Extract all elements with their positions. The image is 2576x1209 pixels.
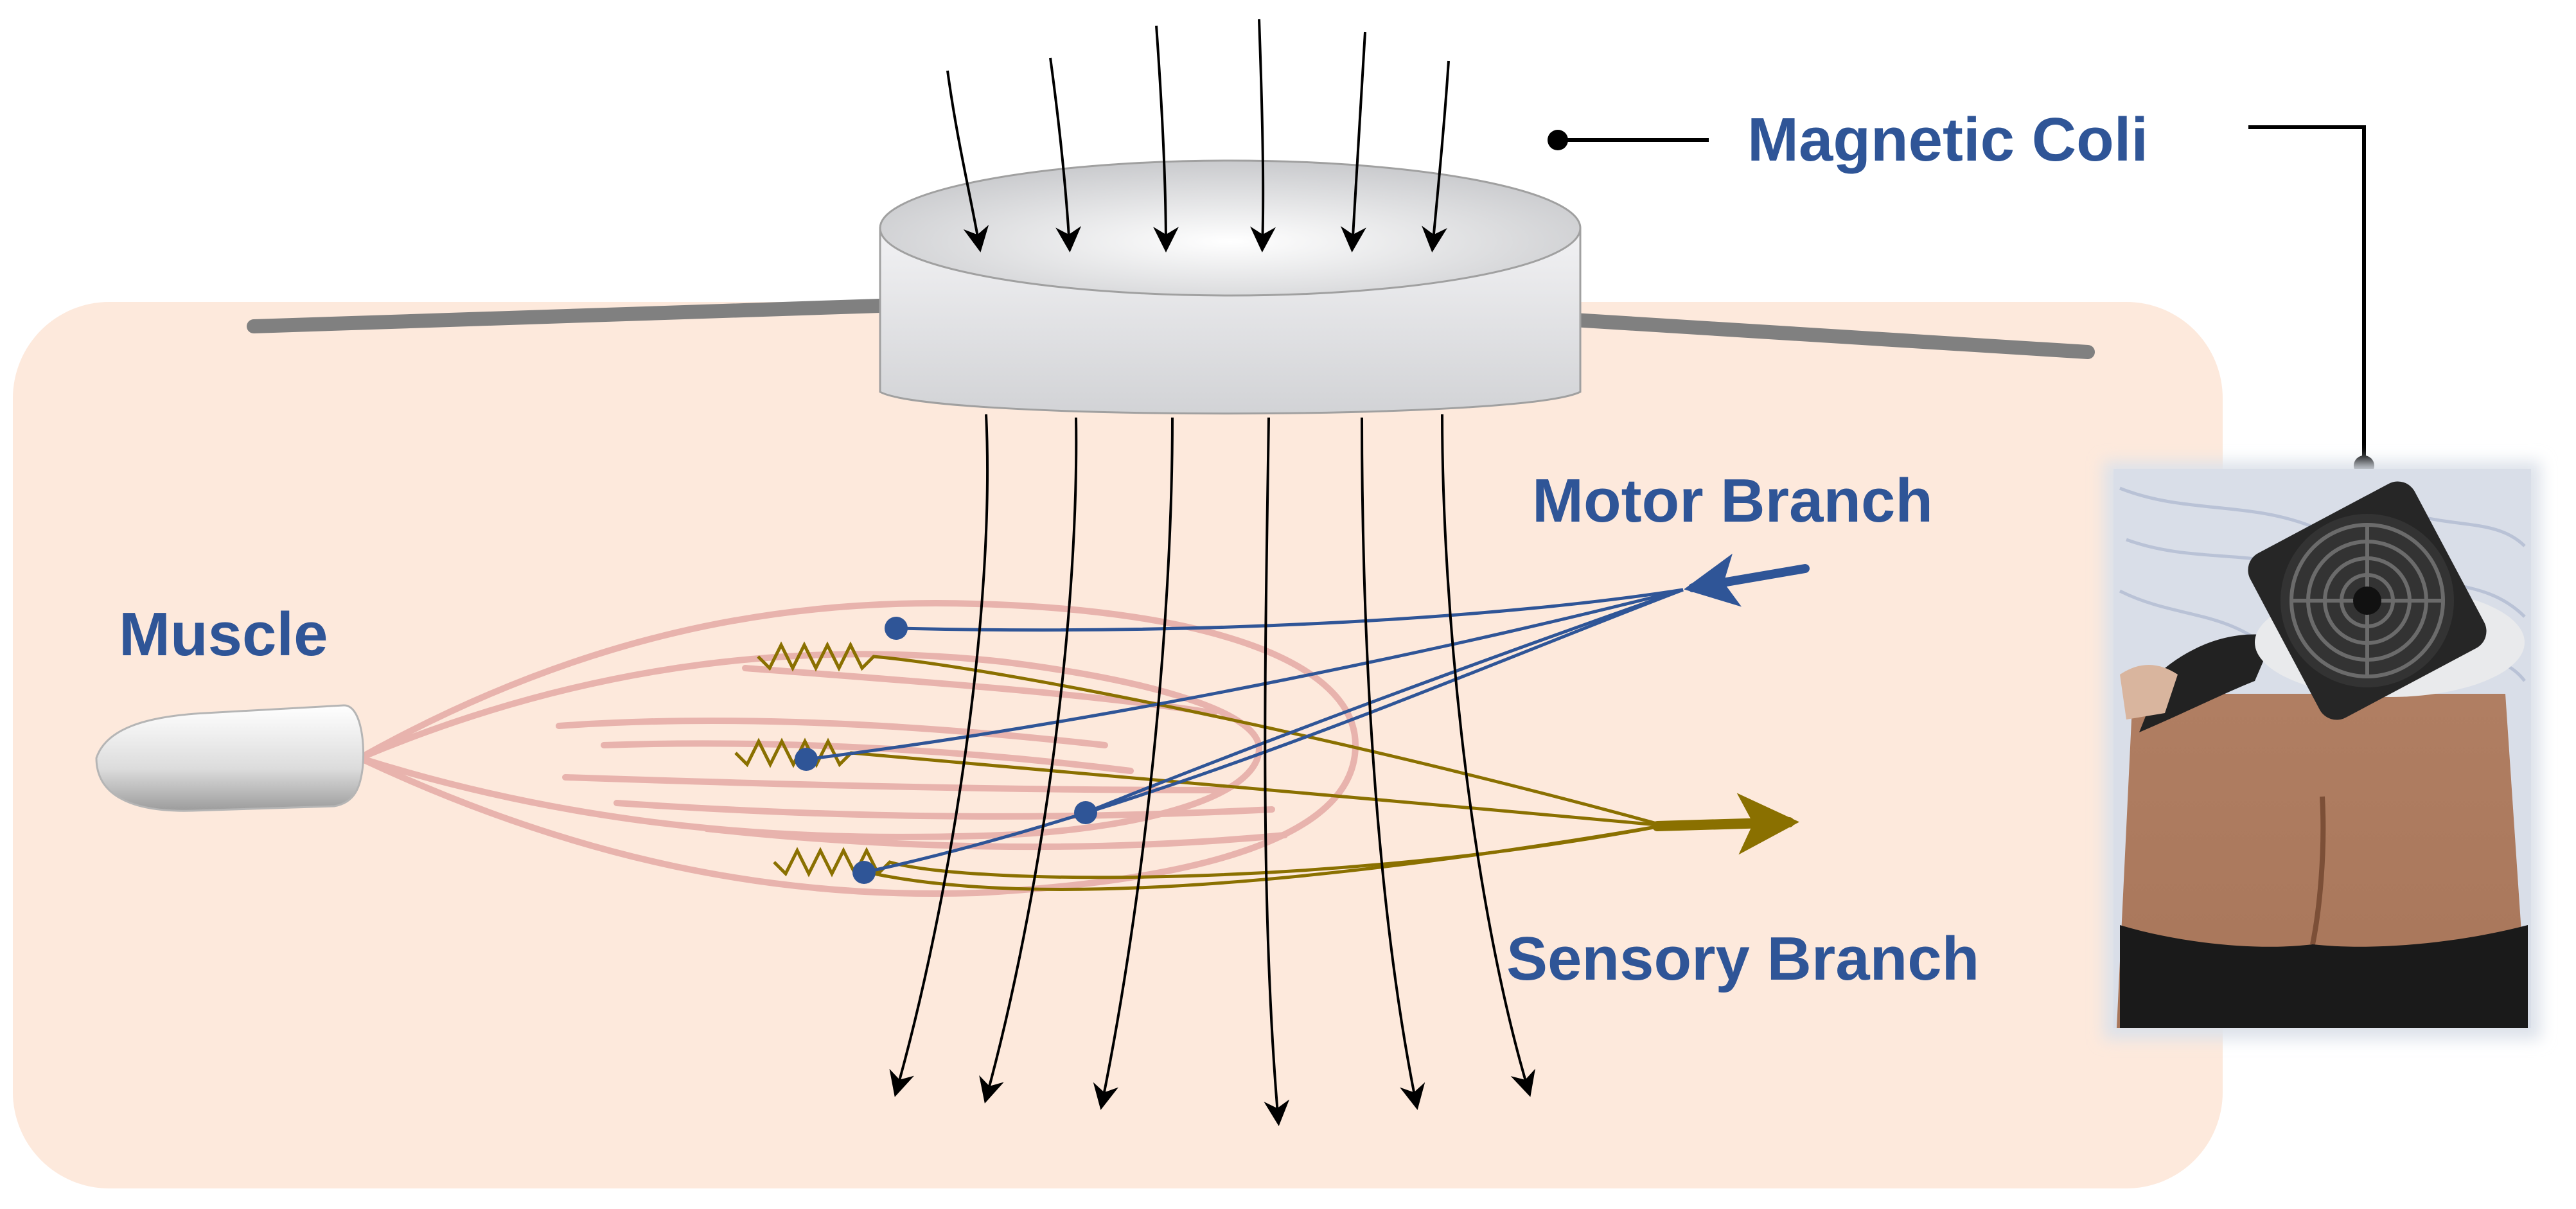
motor-branch-arrow [1684,553,1810,607]
skin-line-right [1567,313,2095,359]
muscle-fibers [357,599,1359,897]
magnetic-coil-disc-icon [879,159,1582,415]
motor-end-dot [885,617,908,640]
magnetic-field-lines-below [889,414,1535,1126]
motor-end-dot [1074,801,1097,824]
sensory-branch-label: Sensory Branch [1506,924,1979,993]
patient-back-with-coil-photo [2104,461,2541,1039]
sensory-branch-arrow [1652,793,1799,855]
tendon-icon [95,704,365,812]
sensory-nerve-fibers [734,641,1664,891]
skin-line-left [247,299,887,333]
motor-branch-label: Motor Branch [1532,466,1933,535]
motor-nerve-fibers [806,588,1684,874]
muscle-label: Muscle [119,600,328,669]
motor-end-dot [795,748,818,771]
motor-end-dot [852,861,876,884]
magnetic-field-lines-above [946,19,1450,252]
magnetic-coil-label: Magnetic Coli [1747,105,2148,174]
tissue-area [13,302,2223,1188]
motor-nerve-endings [795,617,1097,884]
